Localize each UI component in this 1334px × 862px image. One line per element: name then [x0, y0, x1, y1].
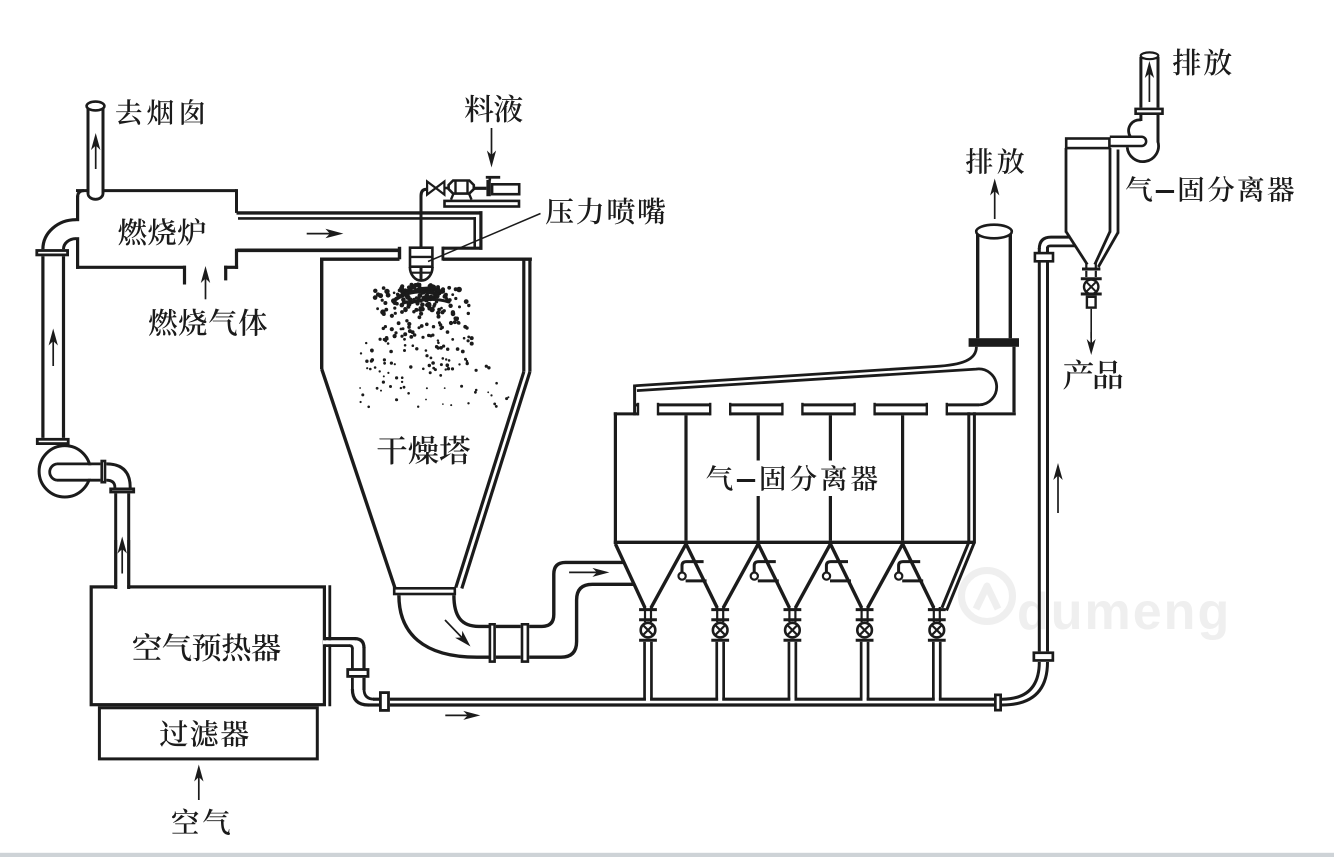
svg-text:dumeng: dumeng — [1017, 583, 1231, 641]
